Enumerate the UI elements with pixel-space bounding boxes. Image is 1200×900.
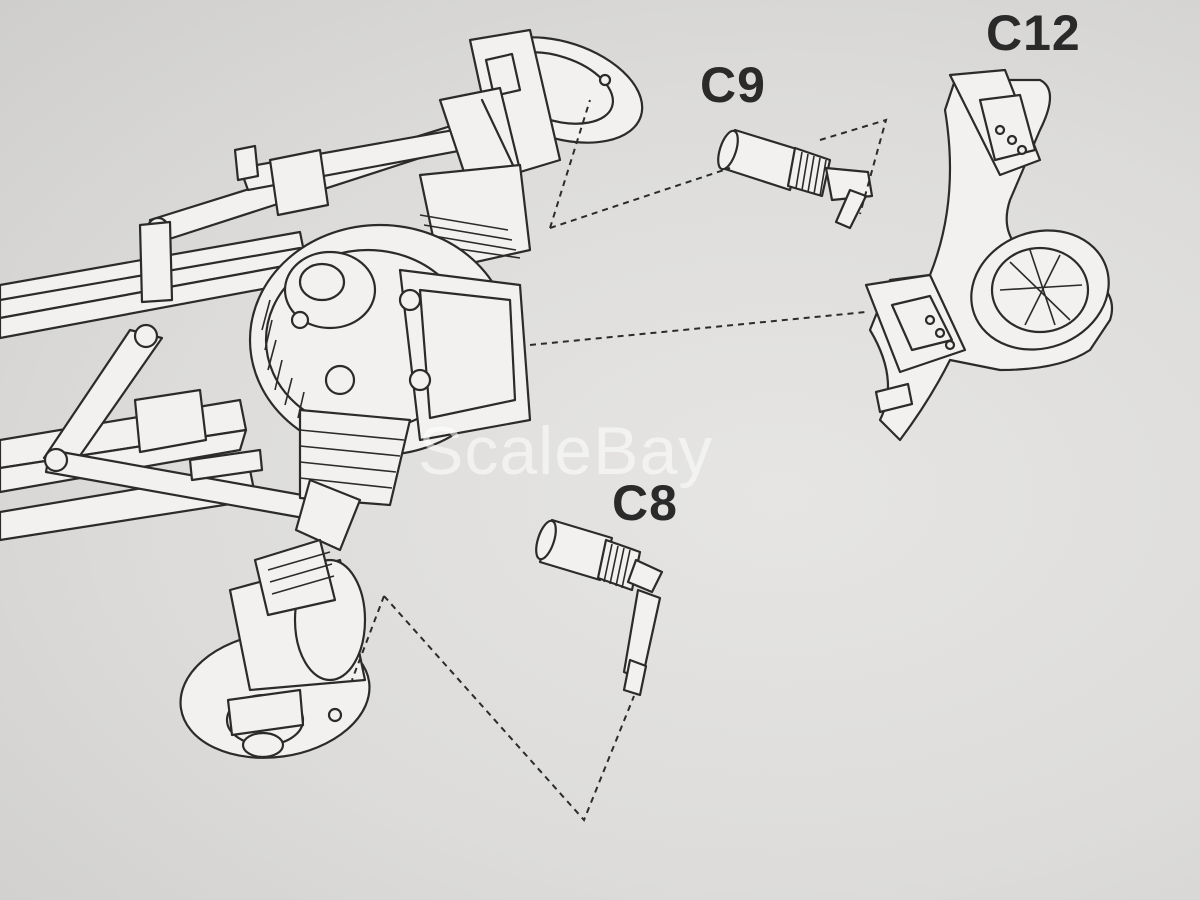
upper-hub-assembly [438, 28, 644, 192]
differential-housing [248, 223, 532, 457]
lower-driveshaft [294, 408, 412, 552]
part-label-c8: C8 [612, 475, 678, 531]
part-label-c9: C9 [700, 57, 766, 113]
part-label-c12: C12 [986, 5, 1081, 61]
assembly-guides [351, 99, 888, 822]
part-c9 [717, 128, 874, 230]
lower-hub-assembly [179, 538, 371, 759]
part-c12 [864, 68, 1114, 442]
watermark-text: ScaleBay [418, 413, 714, 489]
part-c8 [535, 518, 664, 697]
upper-suspension-links [138, 116, 520, 304]
